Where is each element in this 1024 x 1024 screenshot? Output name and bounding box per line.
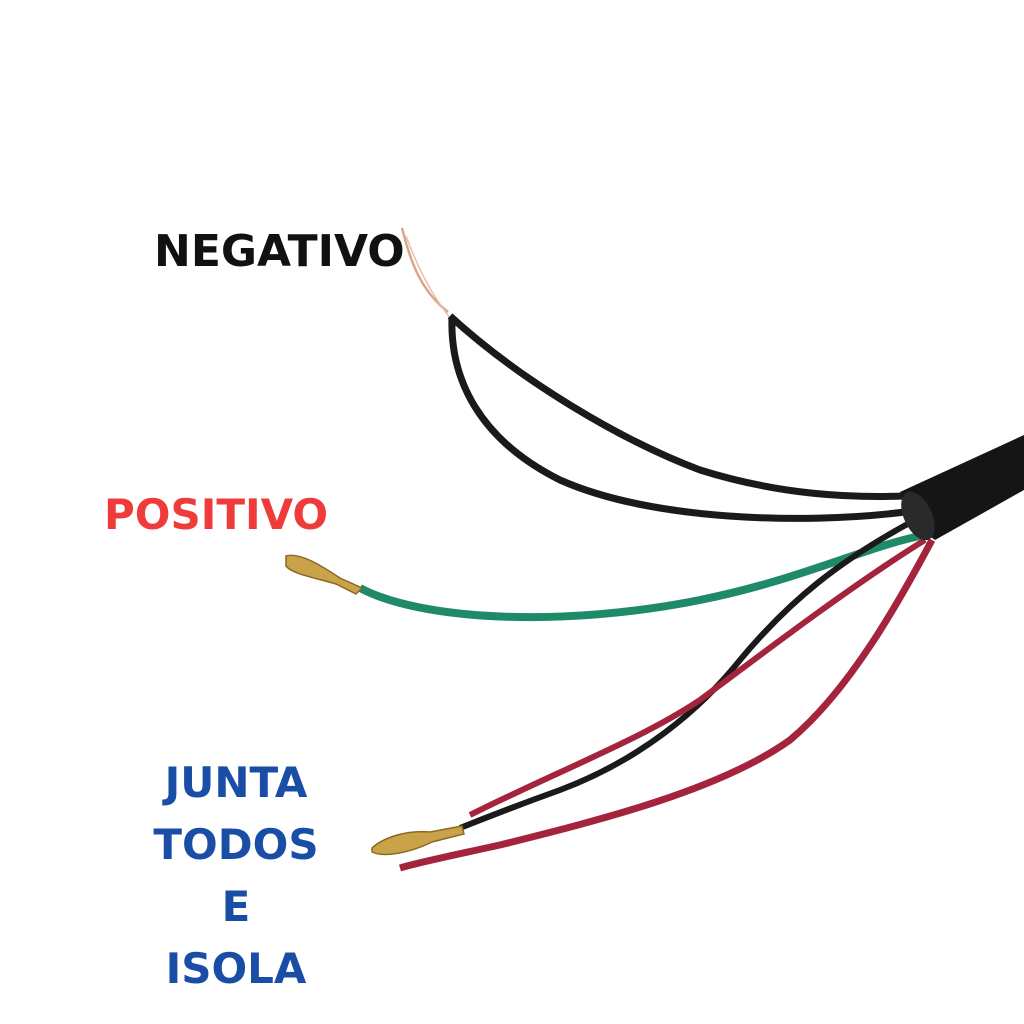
green-wire [358, 531, 926, 622]
positive-label: POSITIVO [104, 490, 329, 539]
black-wire-join [458, 517, 917, 831]
red-wire-1 [468, 537, 927, 818]
join-terminal [371, 825, 465, 856]
join-and-insulate-label: JUNTA TODOS E ISOLA [136, 752, 336, 1000]
cable-end [901, 491, 935, 541]
copper-strand [400, 227, 449, 313]
green-terminal [285, 554, 364, 595]
black-wire-upper [447, 313, 906, 500]
copper-strand [405, 235, 451, 319]
black-wire-lower [448, 317, 906, 522]
join-label-line: ISOLA [165, 944, 307, 993]
negative-label: NEGATIVO [154, 226, 405, 277]
join-label-line: JUNTA [164, 758, 308, 807]
join-label-line: TODOS E [153, 820, 319, 931]
red-wire-2 [398, 538, 936, 872]
